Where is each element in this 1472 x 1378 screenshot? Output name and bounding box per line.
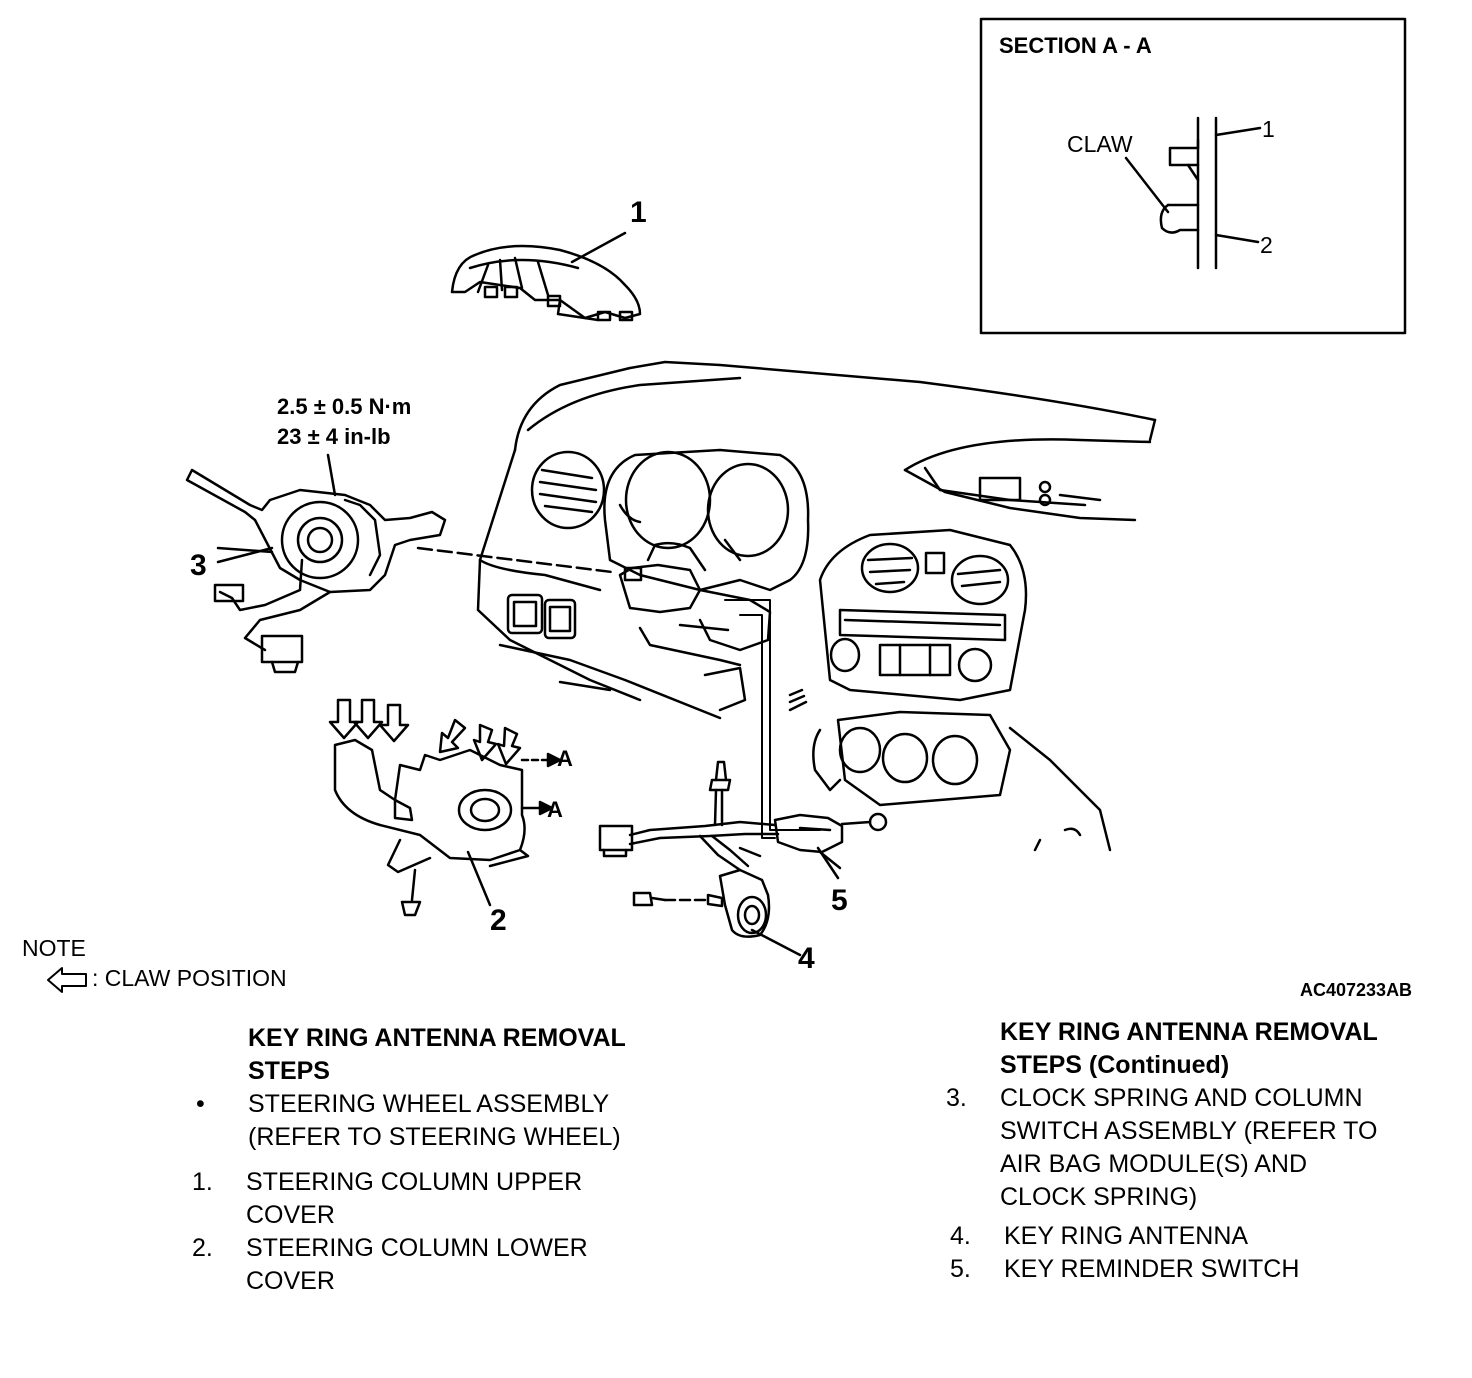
step-line: STEERING COLUMN UPPER bbox=[246, 1168, 583, 1196]
section-arrow-a-lower: A bbox=[547, 797, 563, 822]
step-marker: 4. bbox=[950, 1222, 971, 1250]
note-legend: : CLAW POSITION bbox=[92, 965, 287, 991]
step-line: COVER bbox=[246, 1201, 335, 1229]
section-a-a-inset bbox=[979, 17, 1407, 335]
steps-right-title-line1: KEY RING ANTENNA REMOVAL bbox=[1000, 1018, 1378, 1046]
claw-position-arrow-icon bbox=[47, 967, 87, 993]
section-box-title: SECTION A - A bbox=[999, 33, 1152, 58]
step-line: COVER bbox=[246, 1267, 335, 1295]
step-line: STEERING WHEEL ASSEMBLY bbox=[248, 1090, 610, 1118]
step-line: (REFER TO STEERING WHEEL) bbox=[248, 1123, 621, 1151]
step-line: KEY REMINDER SWITCH bbox=[1004, 1255, 1300, 1283]
step-line: KEY RING ANTENNA bbox=[1004, 1222, 1249, 1250]
step-marker: 3. bbox=[946, 1084, 967, 1112]
step-item: 5. KEY REMINDER SWITCH bbox=[944, 1253, 1464, 1286]
instrument-panel bbox=[416, 360, 1157, 852]
callout-2: 2 bbox=[490, 904, 507, 937]
section-label-2: 2 bbox=[1260, 232, 1273, 258]
steps-right-title-line2: STEPS (Continued) bbox=[1000, 1051, 1230, 1079]
section-arrow-a-upper: A bbox=[557, 746, 573, 771]
steps-right: KEY RING ANTENNA REMOVAL STEPS (Continue… bbox=[944, 1016, 1464, 1286]
step-marker: 2. bbox=[192, 1234, 213, 1262]
step-line: SWITCH ASSEMBLY (REFER TO bbox=[1000, 1117, 1378, 1145]
callout-5: 5 bbox=[831, 884, 848, 917]
torque-metric: 2.5 ± 0.5 N·m bbox=[277, 394, 412, 419]
steps-left-title-line1: KEY RING ANTENNA REMOVAL bbox=[248, 1024, 626, 1052]
step-item: 3. CLOCK SPRING AND COLUMN SWITCH ASSEMB… bbox=[944, 1082, 1464, 1214]
step-line: STEERING COLUMN LOWER bbox=[246, 1234, 588, 1262]
step-line: CLOCK SPRING AND COLUMN bbox=[1000, 1084, 1363, 1112]
callout-1: 1 bbox=[630, 196, 647, 229]
lower-cover-part bbox=[328, 698, 562, 917]
callout-3: 3 bbox=[190, 549, 207, 582]
key-reminder-switch-part bbox=[773, 812, 888, 870]
callout-4: 4 bbox=[798, 942, 815, 975]
step-item: 4. KEY RING ANTENNA bbox=[944, 1220, 1464, 1253]
step-line: CLOCK SPRING) bbox=[1000, 1183, 1198, 1211]
step-line: AIR BAG MODULE(S) AND bbox=[1000, 1150, 1307, 1178]
torque-imperial: 23 ± 4 in-lb bbox=[277, 424, 391, 449]
steps-left-title-line2: STEPS bbox=[248, 1057, 330, 1085]
key-ring-antenna-part bbox=[598, 760, 802, 957]
step-marker: • bbox=[196, 1090, 205, 1118]
step-item: • STEERING WHEEL ASSEMBLY (REFER TO STEE… bbox=[190, 1088, 710, 1154]
step-marker: 1. bbox=[192, 1168, 213, 1196]
step-item: 1. STEERING COLUMN UPPER COVER bbox=[190, 1166, 710, 1232]
claw-label: CLAW bbox=[1067, 131, 1133, 157]
callout-leaders bbox=[216, 546, 840, 880]
upper-cover-part bbox=[450, 231, 642, 322]
figure-id: AC407233AB bbox=[1300, 980, 1413, 1000]
clock-spring-column-switch-part bbox=[185, 453, 447, 674]
torque-spec: 2.5 ± 0.5 N·m 23 ± 4 in-lb bbox=[277, 392, 411, 452]
note-title: NOTE bbox=[22, 935, 86, 961]
section-label-1: 1 bbox=[1262, 116, 1275, 142]
steps-left: KEY RING ANTENNA REMOVAL STEPS • STEERIN… bbox=[190, 1022, 710, 1298]
step-marker: 5. bbox=[950, 1255, 971, 1283]
step-item: 2. STEERING COLUMN LOWER COVER bbox=[190, 1232, 710, 1298]
